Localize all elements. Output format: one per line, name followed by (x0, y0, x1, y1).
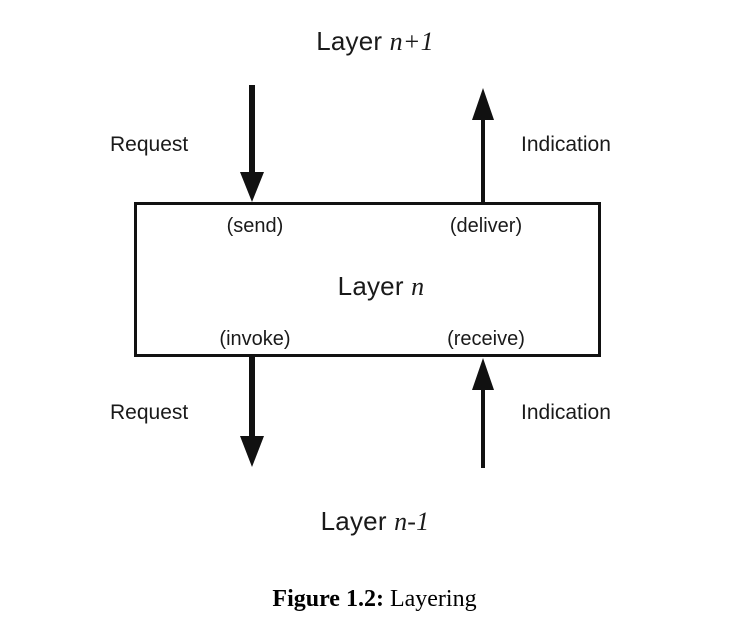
arrow-request-down-top (240, 85, 264, 202)
port-invoke: (invoke) (219, 328, 291, 350)
upper-layer-symbol: n+1 (389, 27, 434, 56)
figure-caption-number: Figure 1.2: (272, 586, 384, 612)
arrow-indication-up-bottom (472, 358, 494, 468)
flow-label-indication-bottom: Indication (521, 401, 611, 424)
figure-caption-title: Layering (389, 586, 477, 612)
arrow-indication-up-top (472, 88, 494, 202)
arrow-request-down-bottom (240, 357, 264, 467)
middle-layer-title: Layer n (338, 273, 425, 300)
figure-caption: Figure 1.2: Layering (0, 585, 749, 614)
port-send: (send) (226, 215, 284, 237)
upper-layer-title: Layer n+1 (316, 28, 434, 55)
upper-layer-prefix: Layer (316, 26, 390, 56)
lower-layer-prefix: Layer (320, 506, 395, 536)
flow-label-request-top: Request (110, 133, 189, 156)
lower-layer-title: Layer n-1 (321, 508, 430, 535)
middle-layer-symbol: n (411, 272, 425, 301)
port-deliver: (deliver) (449, 215, 523, 237)
flow-label-indication-top: Indication (521, 133, 611, 156)
port-receive: (receive) (447, 328, 525, 350)
middle-layer-prefix: Layer (337, 271, 412, 301)
lower-layer-symbol: n-1 (394, 507, 430, 536)
layer-n-box: (send) (deliver) Layer n (invoke) (recei… (134, 202, 601, 357)
flow-label-request-bottom: Request (110, 401, 189, 424)
